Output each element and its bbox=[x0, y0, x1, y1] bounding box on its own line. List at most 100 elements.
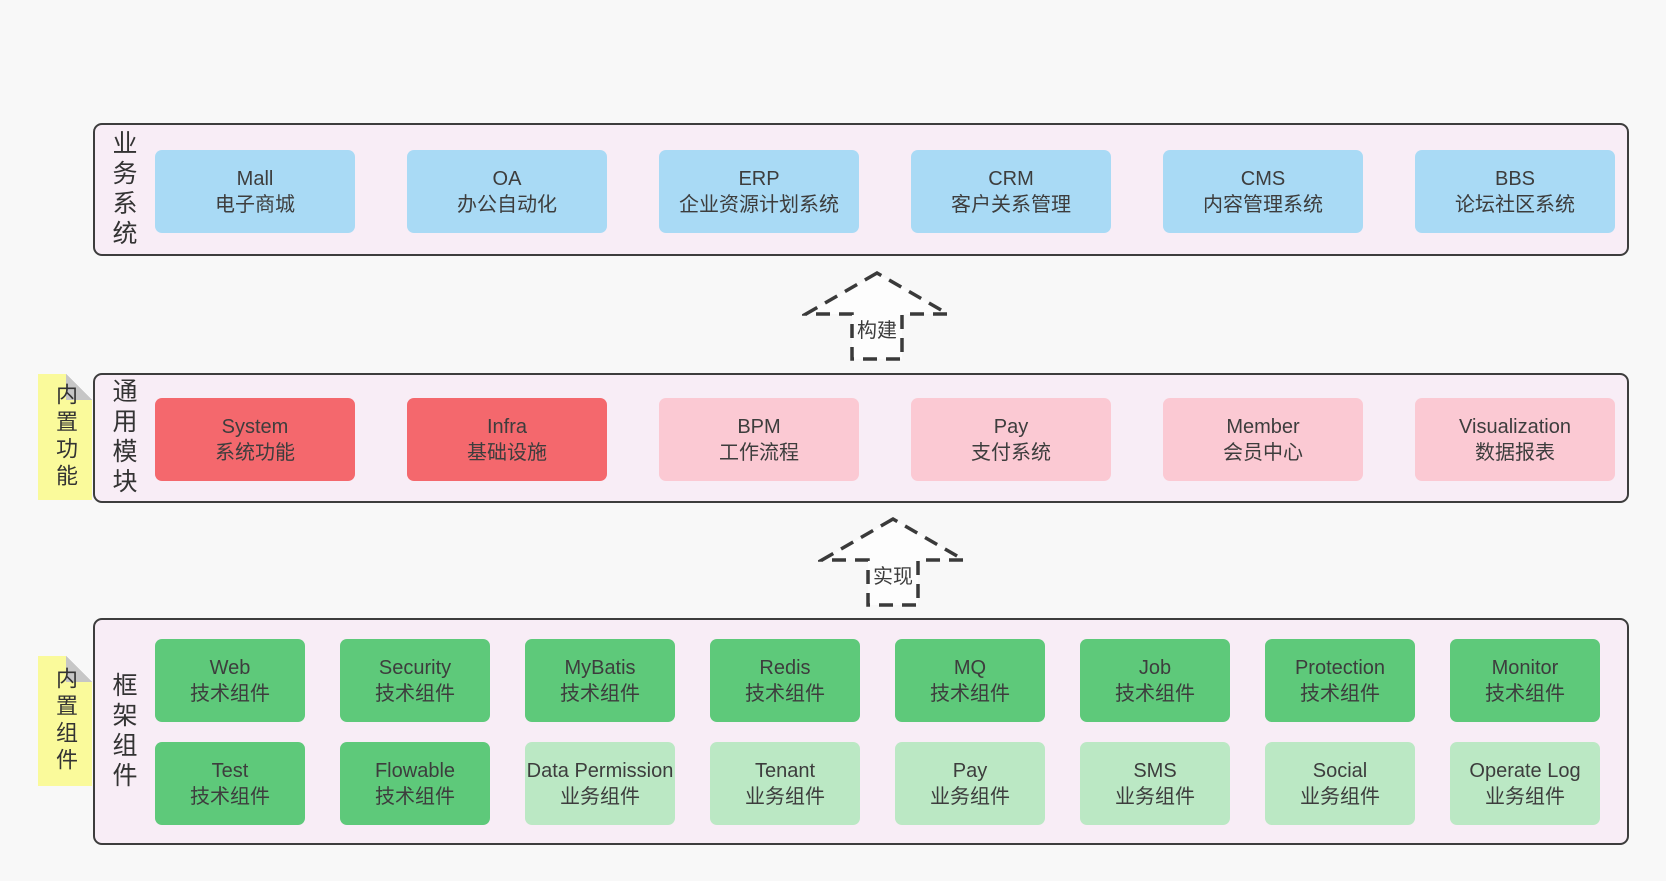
box-desc: 技术组件 bbox=[560, 682, 640, 705]
layer-title-common-modules: 通用模块 bbox=[109, 378, 137, 498]
box-desc: 系统功能 bbox=[215, 441, 295, 464]
box-name: Infra bbox=[486, 415, 528, 438]
box-name: ERP bbox=[738, 167, 780, 190]
box-name: Pay bbox=[952, 759, 988, 782]
box-name: Web bbox=[209, 656, 251, 679]
box-desc: 办公自动化 bbox=[457, 193, 557, 216]
box-sms: SMS 业务组件 bbox=[1080, 742, 1230, 825]
box-desc: 工作流程 bbox=[719, 441, 799, 464]
box-desc: 客户关系管理 bbox=[951, 193, 1071, 216]
box-name: OA bbox=[492, 167, 522, 190]
box-desc: 技术组件 bbox=[1115, 682, 1195, 705]
box-desc: 会员中心 bbox=[1223, 441, 1303, 464]
box-name: Security bbox=[378, 656, 452, 679]
box-pay: Pay 支付系统 bbox=[911, 398, 1111, 481]
framework-components-row-1: Web 技术组件 Security 技术组件 MyBatis 技术组件 Redi… bbox=[155, 639, 1600, 722]
box-crm: CRM 客户关系管理 bbox=[911, 150, 1111, 233]
common-modules-row: System 系统功能 Infra 基础设施 BPM 工作流程 Pay 支付系统… bbox=[155, 398, 1615, 481]
box-name: Mall bbox=[236, 167, 274, 190]
box-name: Member bbox=[1226, 415, 1300, 438]
implement-arrow: 实现 bbox=[818, 516, 968, 608]
box-data-permission: Data Permission 业务组件 bbox=[525, 742, 675, 825]
box-desc: 论坛社区系统 bbox=[1455, 193, 1575, 216]
layer-title-business-systems: 业务系统 bbox=[109, 129, 137, 250]
layer-framework-components: 框架组件 Web 技术组件 Security 技术组件 MyBatis 技术组件… bbox=[93, 618, 1629, 845]
box-flowable: Flowable 技术组件 bbox=[340, 742, 490, 825]
box-pay-biz: Pay 业务组件 bbox=[895, 742, 1045, 825]
box-desc: 支付系统 bbox=[971, 441, 1051, 464]
box-desc: 内容管理系统 bbox=[1203, 193, 1323, 216]
box-name: Job bbox=[1138, 656, 1172, 679]
box-security: Security 技术组件 bbox=[340, 639, 490, 722]
box-oa: OA 办公自动化 bbox=[407, 150, 607, 233]
box-desc: 技术组件 bbox=[745, 682, 825, 705]
box-name: Social bbox=[1312, 759, 1368, 782]
box-name: BBS bbox=[1494, 167, 1536, 190]
note-builtin-components-label: 内置组件 bbox=[53, 667, 78, 775]
box-desc: 技术组件 bbox=[375, 785, 455, 808]
box-name: MQ bbox=[953, 656, 987, 679]
box-desc: 业务组件 bbox=[1115, 785, 1195, 808]
box-name: Test bbox=[211, 759, 249, 782]
folded-corner-icon bbox=[66, 656, 92, 682]
box-desc: 技术组件 bbox=[190, 682, 270, 705]
box-desc: 业务组件 bbox=[560, 785, 640, 808]
box-name: CMS bbox=[1240, 167, 1286, 190]
box-name: Redis bbox=[759, 656, 811, 679]
implement-arrow-label: 实现 bbox=[873, 566, 913, 588]
arrow-up-icon bbox=[818, 516, 968, 607]
box-name: MyBatis bbox=[564, 656, 636, 679]
box-tenant: Tenant 业务组件 bbox=[710, 742, 860, 825]
box-web: Web 技术组件 bbox=[155, 639, 305, 722]
box-cms: CMS 内容管理系统 bbox=[1163, 150, 1363, 233]
box-name: Data Permission bbox=[526, 759, 674, 782]
box-name: Flowable bbox=[374, 759, 456, 782]
box-name: CRM bbox=[988, 167, 1034, 190]
box-bpm: BPM 工作流程 bbox=[659, 398, 859, 481]
box-mall: Mall 电子商城 bbox=[155, 150, 355, 233]
box-desc: 电子商城 bbox=[215, 193, 295, 216]
box-desc: 技术组件 bbox=[1300, 682, 1380, 705]
layer-business-systems: 业务系统 Mall 电子商城 OA 办公自动化 ERP 企业资源计划系统 CRM… bbox=[93, 123, 1629, 256]
box-infra: Infra 基础设施 bbox=[407, 398, 607, 481]
framework-components-row-2: Test 技术组件 Flowable 技术组件 Data Permission … bbox=[155, 742, 1600, 825]
box-visualization: Visualization 数据报表 bbox=[1415, 398, 1615, 481]
box-name: Protection bbox=[1294, 656, 1386, 679]
box-name: Pay bbox=[993, 415, 1029, 438]
box-mybatis: MyBatis 技术组件 bbox=[525, 639, 675, 722]
box-name: BPM bbox=[737, 415, 781, 438]
box-protection: Protection 技术组件 bbox=[1265, 639, 1415, 722]
box-social: Social 业务组件 bbox=[1265, 742, 1415, 825]
box-name: SMS bbox=[1133, 759, 1177, 782]
note-builtin-components: 内置组件 bbox=[38, 656, 92, 786]
box-desc: 技术组件 bbox=[375, 682, 455, 705]
box-desc: 基础设施 bbox=[467, 441, 547, 464]
box-desc: 业务组件 bbox=[745, 785, 825, 808]
box-desc: 业务组件 bbox=[1485, 785, 1565, 808]
box-desc: 技术组件 bbox=[1485, 682, 1565, 705]
folded-corner-icon bbox=[66, 374, 92, 400]
box-test: Test 技术组件 bbox=[155, 742, 305, 825]
box-mq: MQ 技术组件 bbox=[895, 639, 1045, 722]
box-name: Visualization bbox=[1459, 415, 1571, 438]
box-job: Job 技术组件 bbox=[1080, 639, 1230, 722]
note-builtin-features-label: 内置功能 bbox=[53, 383, 78, 491]
box-name: Monitor bbox=[1491, 656, 1559, 679]
build-arrow: 构建 bbox=[802, 270, 952, 362]
box-bbs: BBS 论坛社区系统 bbox=[1415, 150, 1615, 233]
box-system: System 系统功能 bbox=[155, 398, 355, 481]
box-desc: 技术组件 bbox=[930, 682, 1010, 705]
box-monitor: Monitor 技术组件 bbox=[1450, 639, 1600, 722]
box-name: Tenant bbox=[754, 759, 816, 782]
box-redis: Redis 技术组件 bbox=[710, 639, 860, 722]
note-builtin-features: 内置功能 bbox=[38, 374, 92, 500]
layer-common-modules: 通用模块 System 系统功能 Infra 基础设施 BPM 工作流程 Pay… bbox=[93, 373, 1629, 503]
business-systems-row: Mall 电子商城 OA 办公自动化 ERP 企业资源计划系统 CRM 客户关系… bbox=[155, 150, 1615, 233]
arrow-up-icon bbox=[802, 270, 952, 361]
box-desc: 技术组件 bbox=[190, 785, 270, 808]
box-desc: 业务组件 bbox=[930, 785, 1010, 808]
box-name: Operate Log bbox=[1469, 759, 1581, 782]
box-desc: 企业资源计划系统 bbox=[679, 193, 839, 216]
box-member: Member 会员中心 bbox=[1163, 398, 1363, 481]
